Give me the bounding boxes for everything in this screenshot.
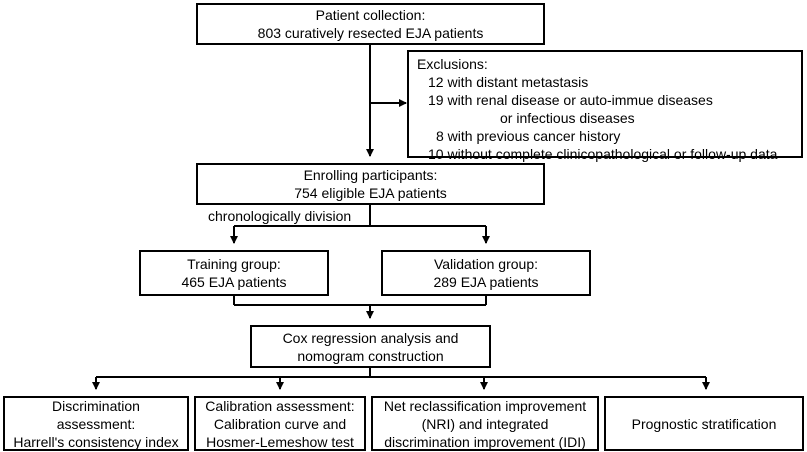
calibration-line: Calibration assessment:: [205, 397, 355, 414]
cox-line1: Cox regression analysis and: [282, 329, 459, 346]
stratification-line: Prognostic stratification: [631, 415, 777, 432]
division-label: chronologically division: [206, 207, 354, 225]
exclusions-title: Exclusions:: [417, 56, 488, 72]
enrolling-line1: Enrolling participants:: [303, 167, 438, 183]
patient-collection-box: Patient collection: 803 curatively resec…: [196, 3, 545, 45]
exclusions-box: Exclusions: 12 with distant metastasis 1…: [407, 50, 803, 162]
training-line1: Training group:: [187, 256, 281, 272]
prognostic-stratification-box: Prognostic stratification: [604, 396, 804, 451]
validation-line1: Validation group:: [433, 256, 539, 272]
validation-group-box: Validation group: 289 EJA patients: [381, 250, 591, 296]
exclusion-item: 19 with renal disease or auto-immue dise…: [428, 92, 713, 108]
discrimination-line: Discrimination: [52, 397, 140, 414]
calibration-line: Hosmer-Lemeshow test: [206, 433, 354, 450]
validation-line2: 289 EJA patients: [433, 274, 539, 290]
calibration-line: Calibration curve and: [213, 415, 347, 432]
nri-idi-box: Net reclassification improvement (NRI) a…: [371, 396, 599, 451]
cox-line2: nomogram construction: [297, 347, 444, 364]
enrolling-line2: 754 eligible EJA patients: [294, 185, 447, 201]
exclusion-item: 10 without complete clinicopathological …: [428, 146, 778, 162]
discrimination-line: assessment:: [56, 415, 136, 432]
collection-line1: Patient collection:: [315, 7, 426, 23]
discrimination-line: Harrell's consistency index: [13, 433, 179, 450]
cox-regression-box: Cox regression analysis and nomogram con…: [250, 325, 491, 368]
nri-line: discrimination improvement (IDI): [384, 433, 586, 450]
nri-line: (NRI) and integrated: [421, 415, 549, 432]
training-line2: 465 EJA patients: [181, 274, 287, 290]
training-group-box: Training group: 465 EJA patients: [139, 250, 329, 296]
nri-line: Net reclassification improvement: [383, 397, 587, 414]
exclusion-item: 8 with previous cancer history: [436, 128, 621, 144]
exclusion-item: 12 with distant metastasis: [428, 74, 589, 90]
calibration-box: Calibration assessment: Calibration curv…: [194, 396, 366, 451]
collection-line2: 803 curatively resected EJA patients: [257, 25, 484, 41]
discrimination-box: Discrimination assessment: Harrell's con…: [3, 396, 189, 451]
exclusion-item: or infectious diseases: [500, 110, 635, 126]
enrolling-box: Enrolling participants: 754 eligible EJA…: [196, 163, 545, 205]
